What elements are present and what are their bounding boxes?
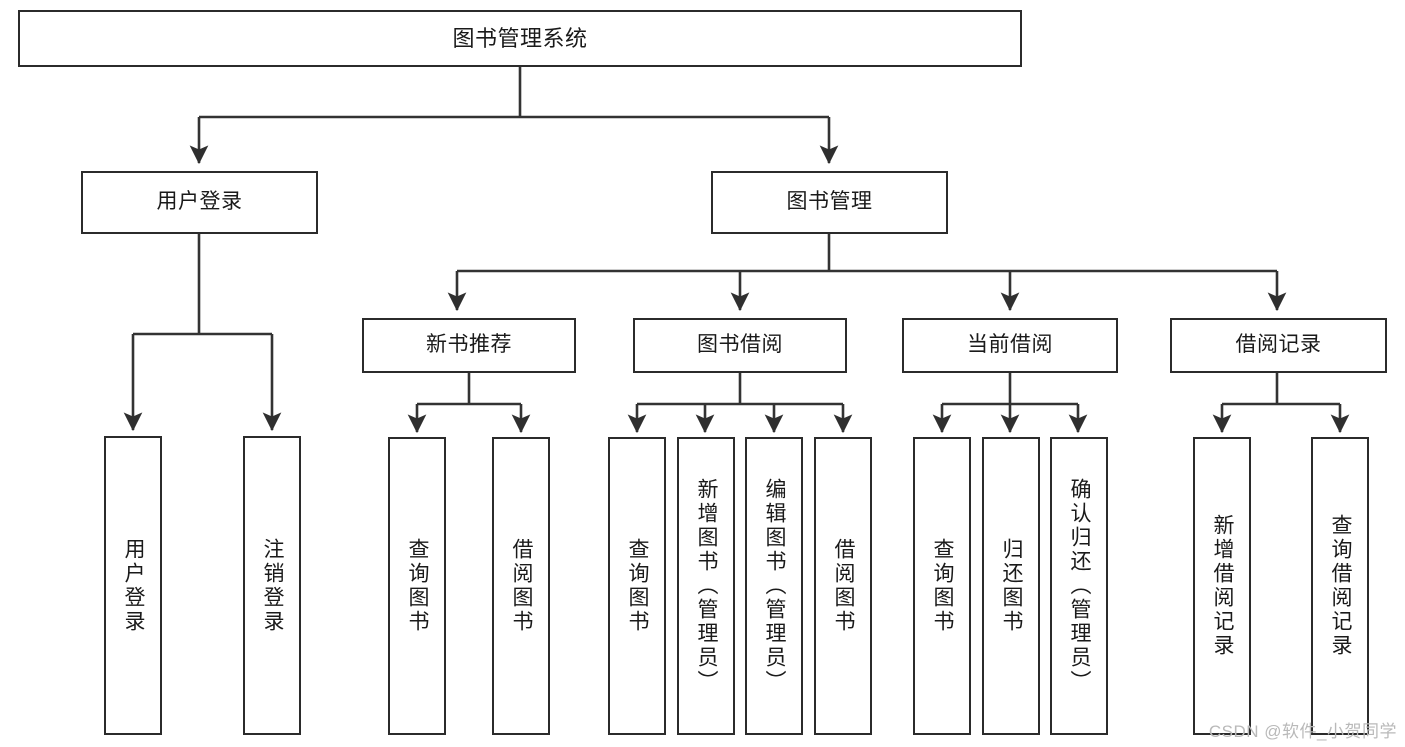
csdn-watermark: CSDN @软件_小贺同学 [1208,722,1397,741]
node-label: 新增图书（管理员） [695,478,719,694]
node-label: 图书管理系统 [452,25,588,51]
leaf-user-login-login[interactable]: 用户登录 [104,436,162,735]
leaf-current-borrow-return-book[interactable]: 归还图书 [982,437,1040,735]
node-label: 查询图书 [931,538,955,634]
leaf-book-borrow-add-book-admin[interactable]: 新增图书（管理员） [677,437,735,735]
node-label: 查询图书 [406,538,430,634]
leaf-book-borrow-query-book[interactable]: 查询图书 [608,437,666,735]
leaf-borrow-record-query-record[interactable]: 查询借阅记录 [1311,437,1369,735]
leaf-user-login-logout[interactable]: 注销登录 [243,436,301,735]
node-label: 图书管理 [786,190,873,214]
leaf-new-book-query-book[interactable]: 查询图书 [388,437,446,735]
leaf-book-borrow-borrow-book[interactable]: 借阅图书 [814,437,872,735]
node-label: 新书推荐 [426,333,512,357]
node-user-login[interactable]: 用户登录 [81,171,318,234]
node-borrow-record[interactable]: 借阅记录 [1170,318,1387,373]
leaf-new-book-borrow-book[interactable]: 借阅图书 [492,437,550,735]
node-label: 归还图书 [1000,538,1024,634]
node-label: 当前借阅 [967,333,1053,357]
node-current-borrow[interactable]: 当前借阅 [902,318,1118,373]
node-new-book-recommend[interactable]: 新书推荐 [362,318,576,373]
node-label: 查询借阅记录 [1329,514,1353,658]
leaf-current-borrow-query-book[interactable]: 查询图书 [913,437,971,735]
node-label: 图书借阅 [697,333,783,357]
node-label: 注销登录 [261,537,285,634]
node-root-book-management-system[interactable]: 图书管理系统 [18,10,1022,67]
node-book-management[interactable]: 图书管理 [711,171,948,234]
node-label: 编辑图书（管理员） [763,478,787,694]
node-book-borrow[interactable]: 图书借阅 [633,318,847,373]
node-label: 查询图书 [626,538,650,634]
node-label: 用户登录 [122,537,146,634]
node-label: 确认归还（管理员） [1068,478,1092,694]
node-label: 借阅图书 [510,538,534,634]
node-label: 用户登录 [156,190,243,214]
node-label: 借阅记录 [1235,333,1322,357]
leaf-book-borrow-edit-book-admin[interactable]: 编辑图书（管理员） [745,437,803,735]
node-label: 借阅图书 [832,538,856,634]
leaf-current-borrow-confirm-return-admin[interactable]: 确认归还（管理员） [1050,437,1108,735]
leaf-borrow-record-add-record[interactable]: 新增借阅记录 [1193,437,1251,735]
node-label: 新增借阅记录 [1211,514,1235,658]
